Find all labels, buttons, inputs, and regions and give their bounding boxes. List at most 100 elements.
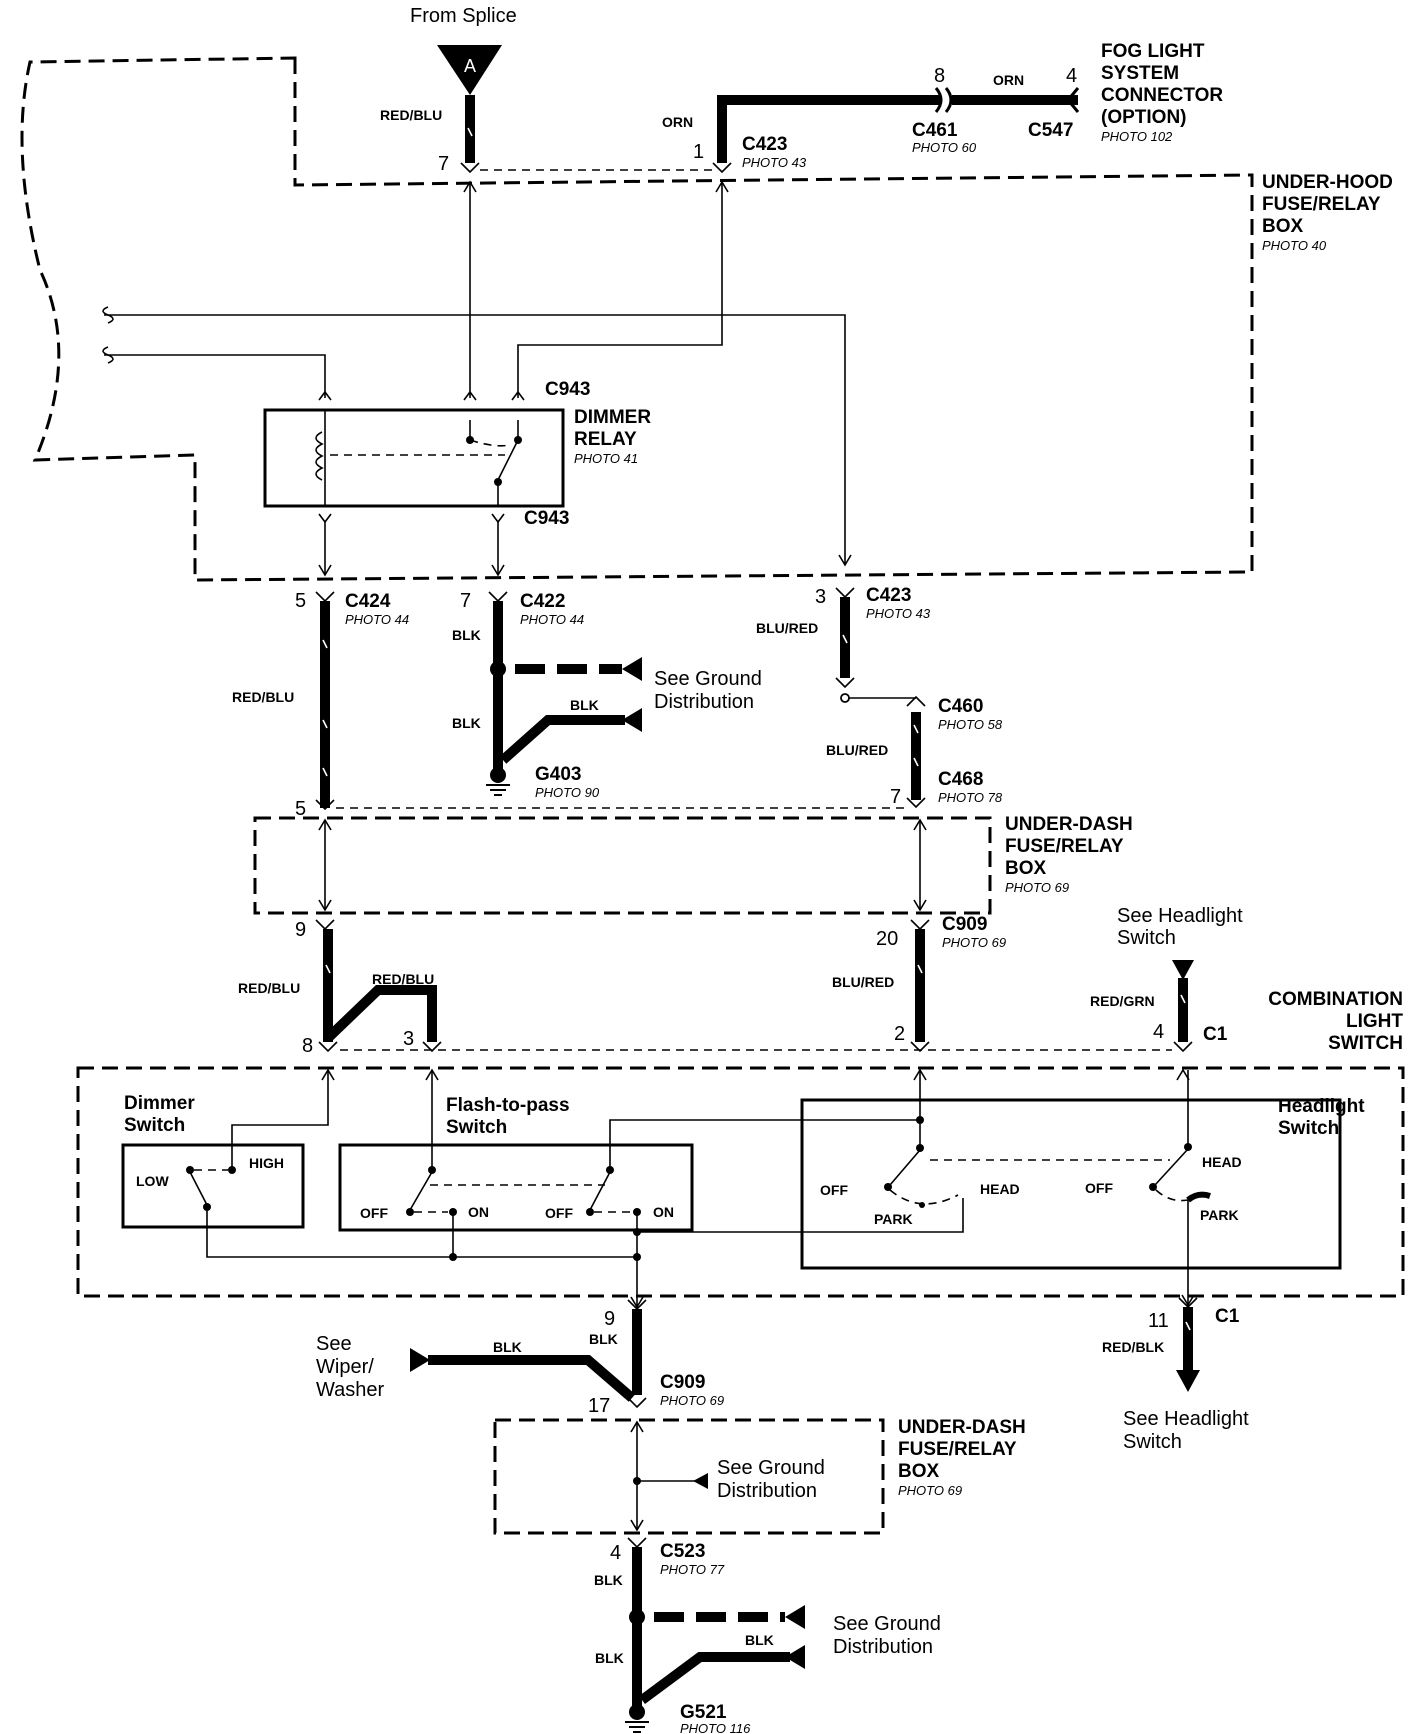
fog-light-line1: FOG LIGHT xyxy=(1101,41,1205,62)
combination-switch-box xyxy=(76,1066,1405,1298)
hs-arm-left xyxy=(889,1149,921,1186)
c461-connector xyxy=(934,87,953,113)
c523-label: C523 xyxy=(660,1541,705,1562)
wire-red-blu-jumper xyxy=(324,985,437,1042)
splice-a-marker xyxy=(437,45,502,95)
wire-tick xyxy=(325,964,331,974)
wire-tick xyxy=(322,767,328,777)
int-wire-1 xyxy=(517,182,723,398)
see-ground-ud2-line1: See Ground xyxy=(717,1457,825,1479)
wire-label-blk-a: BLK xyxy=(589,1331,618,1347)
hs-head1-label: HEAD xyxy=(980,1181,1020,1197)
see-wiper-line3: Washer xyxy=(316,1379,385,1401)
ground-symbol-g521 xyxy=(625,1721,649,1733)
headlight-input-arrow xyxy=(1172,960,1194,980)
c460-label: C460 xyxy=(938,696,983,717)
connector-mark xyxy=(906,797,926,809)
see-ground-bottom-line2: Distribution xyxy=(833,1636,933,1658)
connector-mark xyxy=(910,1041,930,1053)
relay-coil xyxy=(315,431,324,481)
wire-label-blk2: BLK xyxy=(570,697,599,713)
combo-line2: LIGHT xyxy=(1346,1011,1403,1032)
splice-dot xyxy=(490,661,506,677)
wire-label-red-blu-mid: RED/BLU xyxy=(232,689,294,705)
under-dash2-line3: BOX xyxy=(898,1461,940,1482)
wire-tick xyxy=(842,634,848,644)
pin-2-combo: 2 xyxy=(894,1023,905,1045)
arrow xyxy=(318,818,332,912)
ftp-wire-right xyxy=(609,1070,921,1168)
ground-arrow xyxy=(622,657,642,681)
dimmer-arm xyxy=(189,1171,208,1206)
splice-a-letter: A xyxy=(464,56,476,76)
see-ground-bottom-line1: See Ground xyxy=(833,1613,941,1635)
park-return-wire xyxy=(637,1198,964,1233)
ground-arrow xyxy=(622,708,642,732)
wiper-arrow xyxy=(410,1348,430,1372)
ftp-contact xyxy=(428,1166,436,1174)
arrow xyxy=(463,180,477,193)
under-hood-box-outline xyxy=(20,56,1254,582)
connector-mark xyxy=(315,799,335,811)
dimmer-common xyxy=(203,1203,211,1211)
wire-label-blk-d: BLK xyxy=(745,1632,774,1648)
ftp-off2-label: OFF xyxy=(545,1205,573,1221)
flash-to-pass-line2: Switch xyxy=(446,1117,507,1138)
under-dash-box-1 xyxy=(253,816,992,915)
c422-label: C422 xyxy=(520,591,565,612)
c547-label: C547 xyxy=(1028,120,1073,141)
pin-7-c422: 7 xyxy=(460,590,471,612)
g403-label: G403 xyxy=(535,764,581,785)
wire-label-orn-b: ORN xyxy=(993,72,1024,88)
ftp-on1-label: ON xyxy=(468,1204,489,1220)
hs-park2-wire xyxy=(1186,1191,1211,1203)
see-headlight-top-line1: See Headlight xyxy=(1117,905,1243,927)
pin-1-top: 1 xyxy=(693,141,704,163)
ftp-contact xyxy=(449,1208,457,1216)
connector-mark xyxy=(910,919,930,931)
connector-mark xyxy=(460,162,480,174)
c909-lower-label: C909 xyxy=(942,914,987,935)
connector-mark xyxy=(712,162,732,174)
see-wiper-line1: See xyxy=(316,1333,352,1355)
ground-point xyxy=(490,767,506,783)
combo-line1: COMBINATION xyxy=(1268,989,1403,1010)
dimmer-low-contact xyxy=(186,1166,194,1174)
wire-tick xyxy=(1180,994,1186,1004)
wire-orn-fog xyxy=(717,95,940,163)
hs-head2-label: HEAD xyxy=(1202,1154,1242,1170)
dimmer-return-wire xyxy=(206,1209,637,1258)
hs-arm-right xyxy=(1154,1148,1189,1186)
see-ground-ud2-line2: Distribution xyxy=(717,1480,817,1502)
relay-dashed-arc xyxy=(469,439,511,447)
c423-mid-photo: PHOTO 43 xyxy=(866,606,931,621)
hs-dashed-park xyxy=(889,1189,959,1205)
c1-bottom-label: C1 xyxy=(1215,1306,1240,1327)
c468-photo: PHOTO 78 xyxy=(938,790,1003,805)
connector-mark xyxy=(835,587,855,599)
from-splice-label: From Splice xyxy=(410,5,517,27)
pin-5-ud: 5 xyxy=(295,798,306,820)
pin-17: 17 xyxy=(588,1395,610,1417)
hs-contact xyxy=(1184,1143,1192,1151)
connector-mark xyxy=(835,677,855,689)
hs-off3-label: OFF xyxy=(820,1182,848,1198)
connector-mark xyxy=(315,591,335,603)
wire-tick xyxy=(322,639,328,649)
pin-9-lower: 9 xyxy=(295,919,306,941)
wire-tick xyxy=(1185,1321,1191,1331)
c943-top-marks xyxy=(318,390,525,401)
hs-park1-label: PARK xyxy=(874,1211,913,1227)
arrow xyxy=(715,180,729,193)
pin-7-top: 7 xyxy=(438,153,449,175)
see-ground-line1-mid: See Ground xyxy=(654,668,762,690)
wire-label-orn-a: ORN xyxy=(662,114,693,130)
wire-label-red-blu-lower-b: RED/BLU xyxy=(372,971,434,987)
see-wiper-line2: Wiper/ xyxy=(316,1356,374,1378)
ftp-contact xyxy=(406,1208,414,1216)
ftp-on2-label: ON xyxy=(653,1204,674,1220)
c423-top-photo: PHOTO 43 xyxy=(742,155,807,170)
wire-label-blu-red-lower: BLU/RED xyxy=(832,974,894,990)
hs-contact xyxy=(884,1183,892,1191)
splice-dot xyxy=(633,1253,641,1261)
